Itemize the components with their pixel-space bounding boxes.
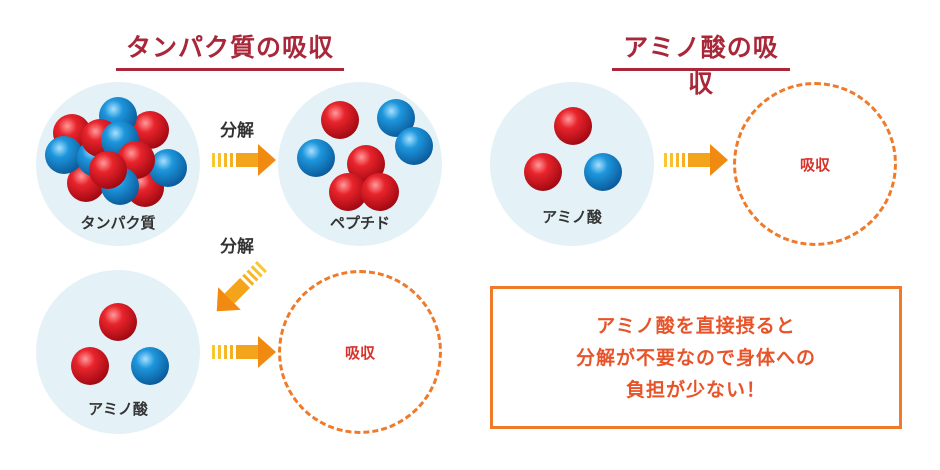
protein-cluster bbox=[45, 97, 187, 207]
peptide-cluster bbox=[297, 99, 433, 211]
amino-cluster-left bbox=[71, 303, 169, 385]
arrow-icon-protein-to-peptide bbox=[212, 144, 276, 176]
blue-sphere-icon bbox=[45, 136, 83, 174]
step-label-break-down-2: 分解 bbox=[220, 237, 254, 257]
peptide-label: ペプチド bbox=[329, 214, 390, 232]
red-sphere-icon bbox=[361, 173, 399, 211]
blue-sphere-icon bbox=[377, 99, 415, 137]
arrow-icon-amino-to-absorb-left bbox=[212, 336, 276, 368]
amino-cluster-right bbox=[524, 107, 622, 191]
blue-sphere-icon bbox=[297, 139, 335, 177]
red-sphere-icon bbox=[71, 347, 109, 385]
red-sphere-icon bbox=[554, 107, 592, 145]
blue-sphere-icon bbox=[584, 153, 622, 191]
section-title-amino: アミノ酸の吸収 bbox=[612, 30, 790, 98]
arrow-icon-amino-to-absorb-right bbox=[664, 144, 728, 176]
benefit-line-2: 分解が不要なので身体への bbox=[575, 346, 816, 369]
blue-sphere-icon bbox=[395, 127, 433, 165]
step-label-break-down-1: 分解 bbox=[220, 121, 254, 141]
section-title-protein: タンパク質の吸収 bbox=[116, 30, 344, 71]
arrow-icon-peptide-to-amino bbox=[216, 261, 267, 312]
red-sphere-icon bbox=[99, 303, 137, 341]
absorb-circle-left: 吸収 bbox=[278, 270, 442, 434]
blue-sphere-icon bbox=[149, 149, 187, 187]
amino-circle-left: アミノ酸 bbox=[36, 270, 200, 434]
benefit-box: アミノ酸を直接摂ると 分解が不要なので身体への 負担が少ない！ bbox=[490, 286, 902, 429]
absorb-label-right: 吸収 bbox=[799, 156, 830, 174]
red-sphere-icon bbox=[321, 101, 359, 139]
benefit-line-3: 負担が少ない！ bbox=[625, 378, 766, 401]
red-sphere-icon bbox=[329, 173, 367, 211]
red-sphere-icon bbox=[131, 111, 169, 149]
benefit-line-1: アミノ酸を直接摂ると bbox=[596, 314, 796, 337]
absorb-circle-right: 吸収 bbox=[733, 82, 897, 246]
amino-label-left: アミノ酸 bbox=[88, 400, 148, 418]
red-sphere-icon bbox=[524, 153, 562, 191]
absorb-label-left: 吸収 bbox=[344, 344, 375, 362]
red-sphere-icon bbox=[347, 145, 385, 183]
blue-sphere-icon bbox=[131, 347, 169, 385]
red-sphere-icon bbox=[89, 151, 127, 189]
protein-label: タンパク質 bbox=[80, 214, 156, 232]
amino-label-right: アミノ酸 bbox=[542, 208, 602, 226]
